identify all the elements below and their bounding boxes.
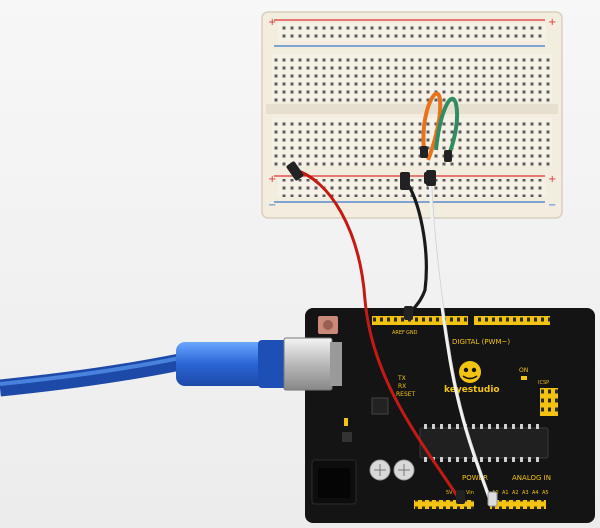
usb-cable — [0, 337, 342, 397]
label-vin: Vin — [466, 490, 474, 496]
label-gnd: GND — [406, 330, 418, 336]
svg-text:+: + — [268, 17, 276, 28]
header-digital-label: DIGITAL (PWM~) — [452, 338, 510, 346]
wire-plug — [404, 306, 413, 320]
label-icsp: ICSP — [538, 380, 549, 386]
svg-text:−: − — [548, 200, 556, 211]
capacitor — [369, 459, 391, 481]
white-wire — [428, 177, 494, 507]
green-jumper-wire — [434, 96, 459, 162]
label-on: ON — [519, 367, 528, 374]
svg-text:+: + — [548, 174, 556, 185]
analog-pin-label: A1 — [502, 490, 509, 496]
wire-plug — [456, 490, 465, 504]
arduino-board: DIGITAL (PWM~) RESET TX RX AREF GND keye… — [305, 308, 595, 523]
jumper-plug — [444, 150, 452, 162]
red-wire — [294, 168, 462, 501]
wire-plug — [286, 161, 304, 181]
svg-text:+: + — [268, 174, 276, 185]
header-analog-label: ANALOG IN — [512, 474, 551, 482]
svg-text:keyestudio: keyestudio — [444, 385, 500, 395]
icsp-header — [540, 388, 558, 416]
label-aref: AREF — [392, 330, 405, 336]
keyestudio-logo: keyestudio — [444, 361, 500, 395]
jumper-plug — [420, 146, 428, 158]
svg-text:−: − — [268, 200, 276, 211]
wire-plug — [487, 491, 498, 507]
wire-plug — [426, 170, 436, 186]
header-power-label: POWER — [462, 474, 488, 482]
analog-pin-label: A2 — [512, 490, 519, 496]
svg-text:+: + — [548, 17, 556, 28]
analog-pin-label: A3 — [522, 490, 529, 496]
breadboard: + + + + − − — [261, 11, 563, 219]
analog-pin-label: A5 — [542, 490, 549, 496]
wire-plug — [400, 172, 410, 190]
label-tx: TX — [397, 375, 406, 382]
label-rx: RX — [398, 383, 406, 390]
analog-pin-label: A4 — [532, 490, 539, 496]
capacitor — [393, 459, 415, 481]
label-5v: 5V — [446, 490, 453, 496]
microcontroller-chip — [419, 427, 549, 459]
label-reset: RESET — [396, 391, 416, 398]
orange-jumper-wire — [421, 91, 443, 161]
